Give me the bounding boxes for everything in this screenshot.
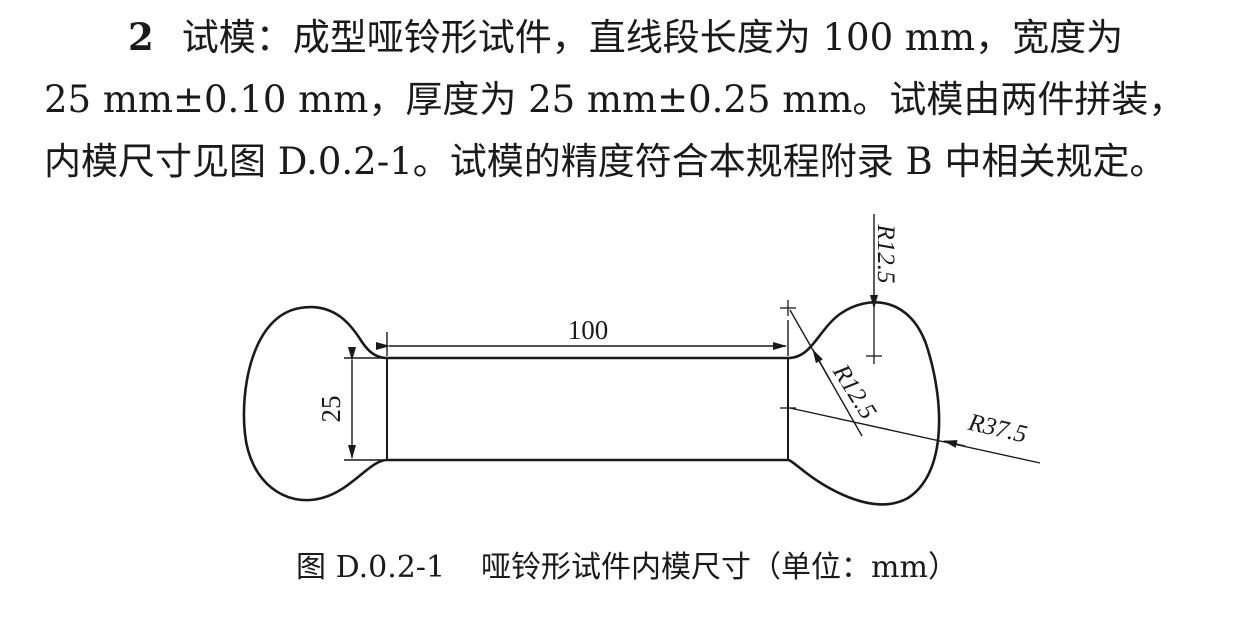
length-dimension-label: 100: [568, 315, 609, 345]
dumbbell-mold-figure: 100 25 R12.5 R12.5 R37.5: [0, 190, 1254, 550]
clause-paragraph: 2 试模：成型哑铃形试件，直线段长度为 100 mm，宽度为 25 mm±0.10…: [44, 6, 1244, 193]
paragraph-line-1: 2 试模：成型哑铃形试件，直线段长度为 100 mm，宽度为: [44, 6, 1244, 69]
top-radius-label: R12.5: [872, 223, 899, 283]
neck-radius-label: R12.5: [827, 359, 882, 424]
clause-number: 2: [128, 15, 154, 59]
paragraph-line-3: 内模尺寸见图 D.0.2-1。试模的精度符合本规程附录 B 中相关规定。: [44, 140, 1167, 183]
neck-radius-arrow: [812, 349, 831, 381]
paragraph-line-1-text: 试模：成型哑铃形试件，直线段长度为 100 mm，宽度为: [181, 16, 1124, 59]
figure-caption: 图 D.0.2-1 哑铃形试件内模尺寸（单位：mm）: [0, 548, 1254, 588]
width-dimension-label: 25: [316, 396, 346, 423]
end-radius-arrow: [943, 440, 966, 448]
end-radius-label: R37.5: [965, 409, 1030, 449]
dumbbell-drawing: 100 25 R12.5 R12.5 R37.5: [242, 214, 1041, 506]
figure-title: 哑铃形试件内模尺寸（单位：mm）: [481, 550, 958, 585]
end-radius-leader: [789, 407, 1041, 464]
figure-number: 图 D.0.2-1: [296, 550, 446, 585]
paragraph-line-2: 25 mm±0.10 mm，厚度为 25 mm±0.25 mm。试模由两件拼装，: [44, 78, 1186, 121]
